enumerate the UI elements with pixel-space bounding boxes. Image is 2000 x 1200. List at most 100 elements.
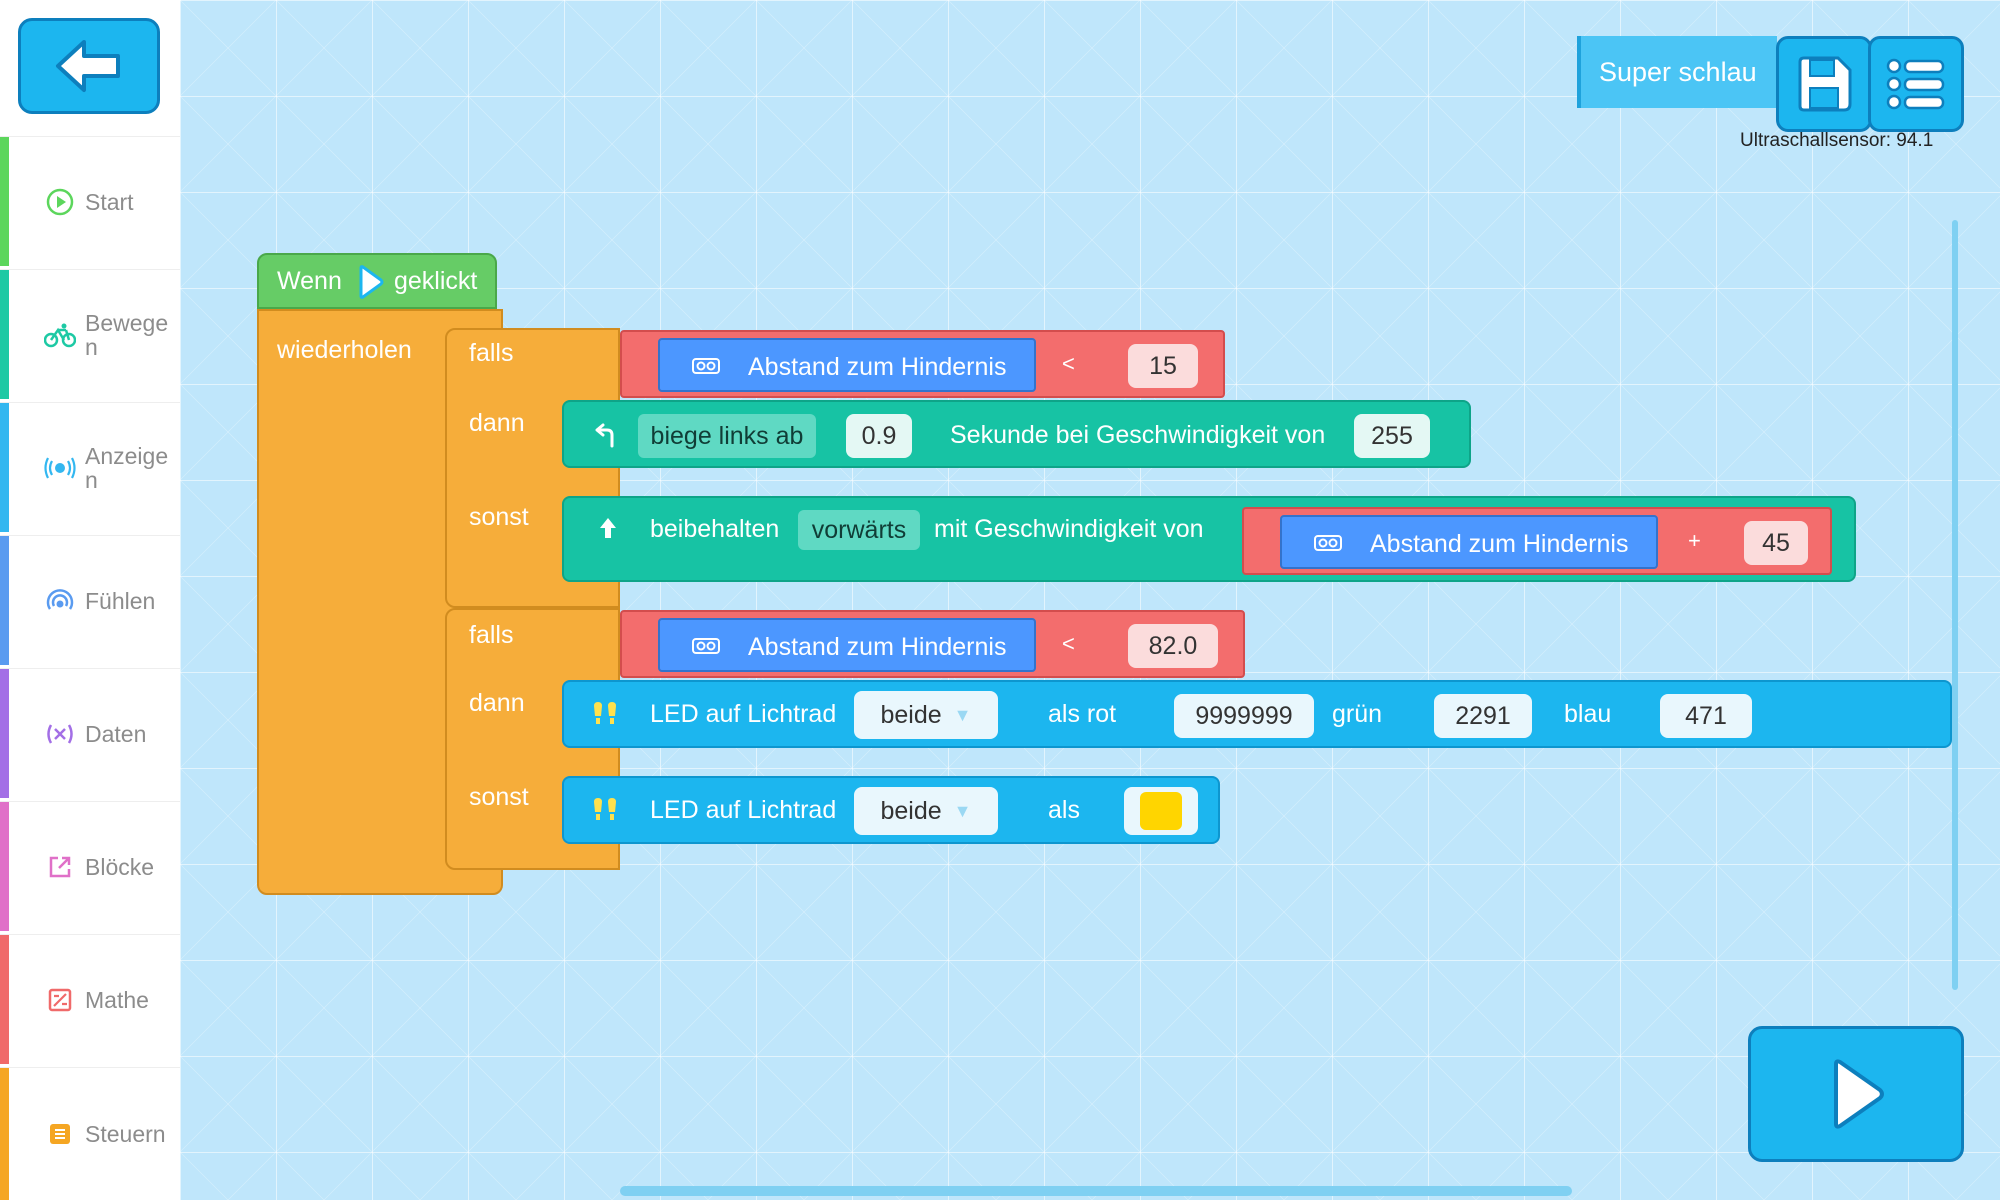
color-swatch (1140, 792, 1182, 830)
led-label: LED auf Lichtrad (650, 700, 837, 728)
vertical-scrollbar[interactable] (1952, 220, 1958, 990)
if-label: falls (469, 339, 514, 367)
distance-sensor-block[interactable]: Abstand zum Hindernis (658, 338, 1036, 392)
category-label: Bewegen (85, 309, 169, 360)
green-label: grün (1332, 700, 1383, 728)
category-color-bar (0, 669, 9, 798)
horizontal-scrollbar[interactable] (620, 1186, 1572, 1196)
speed-label: Sekunde bei Geschwindigkeit von (950, 421, 1326, 449)
speed-label: mit Geschwindigkeit von (934, 515, 1204, 543)
category-anzeigen[interactable]: Anzeigen (0, 402, 180, 532)
category-color-bar (0, 802, 9, 931)
category-color-bar (0, 536, 9, 665)
chevron-down-icon: ▼ (953, 704, 972, 725)
number-input[interactable]: 45 (1744, 521, 1808, 565)
number-input[interactable]: 82.0 (1128, 624, 1218, 668)
list-menu-icon (1886, 58, 1945, 110)
color-picker[interactable] (1124, 787, 1198, 835)
if-else-block-1[interactable]: falls dann sonst (445, 328, 620, 608)
category-color-bar (0, 403, 9, 532)
less-than-operator-2[interactable]: Abstand zum Hindernis < 82.0 (620, 610, 1245, 678)
math-icon (44, 984, 76, 1016)
duration-input[interactable]: 0.9 (846, 414, 912, 458)
category-label: Steuern (85, 1121, 166, 1147)
red-label: als rot (1048, 700, 1117, 728)
sensor-label: Abstand zum Hindernis (748, 353, 1007, 381)
else-label: sonst (469, 783, 529, 811)
green-flag-icon (359, 265, 384, 299)
sensor-waves-icon (44, 585, 76, 617)
speed-input[interactable]: 255 (1354, 414, 1430, 458)
run-button[interactable] (1748, 1026, 1964, 1162)
play-icon (1834, 1059, 1884, 1129)
category-color-bar (0, 935, 9, 1064)
save-button[interactable] (1776, 36, 1872, 132)
operator-symbol: < (1062, 631, 1075, 656)
distance-sensor-block[interactable]: Abstand zum Hindernis (1280, 515, 1658, 569)
category-sidebar: Start Bewegen Anzeigen Fühlen Daten (0, 0, 180, 1200)
set-led-rgb-block[interactable]: LED auf Lichtrad beide ▼ als rot 9999999… (562, 680, 1952, 748)
sensor-readout: Ultraschallsensor: 94.1 (1740, 130, 1933, 152)
ultrasonic-sensor-icon (1314, 535, 1342, 551)
if-label: falls (469, 621, 514, 649)
as-label: als (1048, 796, 1080, 824)
turn-left-block[interactable]: biege links ab 0.9 Sekunde bei Geschwind… (562, 400, 1471, 468)
less-than-operator-1[interactable]: Abstand zum Hindernis < 15 (620, 330, 1225, 398)
category-daten[interactable]: Daten (0, 668, 180, 798)
program-name-text: Super schlau (1599, 56, 1757, 87)
category-label: Fühlen (85, 587, 156, 614)
menu-button[interactable] (1868, 36, 1964, 132)
category-label: Blöcke (85, 853, 155, 880)
keep-label: beibehalten (650, 515, 780, 543)
led-target-dropdown[interactable]: beide ▼ (854, 691, 998, 739)
set-led-color-block[interactable]: LED auf Lichtrad beide ▼ als (562, 776, 1220, 844)
category-mathe[interactable]: Mathe (0, 934, 180, 1064)
hat-label-pre: Wenn (277, 267, 342, 295)
led-pair-icon (594, 798, 616, 820)
category-fuehlen[interactable]: Fühlen (0, 535, 180, 665)
ultrasonic-sensor-icon (692, 638, 720, 654)
distance-sensor-block[interactable]: Abstand zum Hindernis (658, 618, 1036, 672)
category-bewegen[interactable]: Bewegen (0, 269, 180, 399)
number-input[interactable]: 15 (1128, 344, 1198, 388)
category-label: Start (85, 188, 134, 215)
forward-arrow-icon (600, 518, 616, 538)
code-workspace[interactable]: Wenn geklickt wiederholen falls dann son… (180, 0, 2000, 1200)
turn-direction-dropdown[interactable]: biege links ab (638, 414, 816, 458)
sensor-label: Abstand zum Hindernis (748, 633, 1007, 661)
led-light-icon (44, 452, 76, 484)
dropdown-value: beide (880, 796, 942, 825)
direction-dropdown[interactable]: vorwärts (798, 510, 920, 550)
category-color-bar (0, 137, 9, 266)
add-operator-block[interactable]: Abstand zum Hindernis + 45 (1242, 507, 1832, 575)
red-input[interactable]: 9999999 (1174, 694, 1314, 738)
led-target-dropdown[interactable]: beide ▼ (854, 787, 998, 835)
program-name-field[interactable]: Super schlau (1577, 36, 1777, 108)
when-flag-clicked-block[interactable]: Wenn geklickt (257, 253, 497, 309)
keep-moving-block[interactable]: beibehalten vorwärts mit Geschwindigkeit… (562, 496, 1856, 582)
category-start[interactable]: Start (0, 136, 180, 266)
category-bloecke[interactable]: Blöcke (0, 801, 180, 931)
else-label: sonst (469, 503, 529, 531)
save-icon (1798, 56, 1852, 112)
hat-label-post: geklickt (394, 267, 478, 295)
blue-label: blau (1564, 700, 1612, 728)
ultrasonic-sensor-icon (692, 358, 720, 374)
category-label: Mathe (85, 986, 149, 1013)
blue-input[interactable]: 471 (1660, 694, 1752, 738)
play-circle-icon (44, 186, 76, 218)
category-label: Daten (85, 720, 147, 747)
operator-symbol: < (1062, 351, 1075, 376)
led-pair-icon (594, 702, 616, 724)
category-label: Anzeigen (85, 442, 169, 493)
turn-left-icon (595, 423, 614, 448)
chevron-down-icon: ▼ (953, 800, 972, 821)
dropdown-value: beide (880, 700, 942, 729)
green-input[interactable]: 2291 (1434, 694, 1532, 738)
sensor-label: Abstand zum Hindernis (1370, 530, 1629, 558)
category-steuern[interactable]: Steuern (0, 1067, 180, 1200)
repeat-label: wiederholen (277, 336, 412, 364)
led-label: LED auf Lichtrad (650, 796, 837, 824)
back-button[interactable] (18, 18, 160, 114)
sensor-readout-value: 94.1 (1896, 130, 1934, 151)
